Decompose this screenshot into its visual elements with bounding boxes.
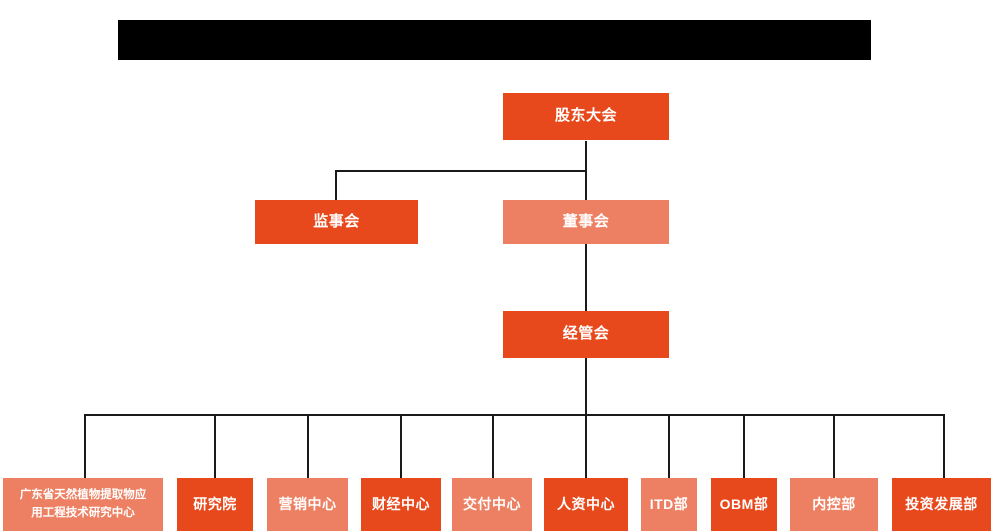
node-board-of-directors[interactable]: 董事会: [503, 200, 669, 244]
connector-drop-dept-2: [214, 414, 216, 478]
connector-level2-bus: [335, 170, 587, 172]
connector-drop-dept-4: [400, 414, 402, 478]
node-management-committee[interactable]: 经管会: [503, 311, 669, 358]
node-dept-research-institute[interactable]: 研究院: [177, 478, 253, 531]
node-dept-investment-development[interactable]: 投资发展部: [892, 478, 991, 531]
node-dept-finance-center[interactable]: 财经中心: [361, 478, 441, 531]
connector-drop-dept-10: [943, 414, 945, 478]
node-dept-obm[interactable]: OBM部: [711, 478, 777, 531]
node-dept-hr-center[interactable]: 人资中心: [544, 478, 628, 531]
node-dept-research-center-line2: 用工程技术研究中心: [31, 506, 135, 519]
connector-management-down: [585, 357, 587, 415]
connector-shareholders-down: [585, 141, 587, 171]
connector-drop-dept-6: [585, 414, 587, 478]
node-shareholders-meeting[interactable]: 股东大会: [503, 93, 669, 140]
connector-drop-dept-3: [307, 414, 309, 478]
connector-down-directors: [585, 170, 587, 201]
connector-down-supervisors: [335, 170, 337, 201]
connector-directors-to-management: [585, 243, 587, 311]
node-dept-internal-control[interactable]: 内控部: [790, 478, 878, 531]
node-board-of-supervisors[interactable]: 监事会: [255, 200, 418, 244]
node-dept-research-center[interactable]: 广东省天然植物提取物应 用工程技术研究中心: [3, 478, 163, 531]
connector-drop-dept-9: [833, 414, 835, 478]
redacted-title-banner: [118, 20, 871, 60]
node-dept-delivery-center[interactable]: 交付中心: [452, 478, 532, 531]
node-dept-research-center-line1: 广东省天然植物提取物应: [19, 489, 147, 502]
connector-departments-bus: [84, 414, 945, 416]
connector-drop-dept-5: [492, 414, 494, 478]
node-dept-marketing-center[interactable]: 营销中心: [267, 478, 348, 531]
connector-drop-dept-8: [743, 414, 745, 478]
connector-drop-dept-1: [84, 414, 86, 478]
connector-drop-dept-7: [668, 414, 670, 478]
node-dept-itd[interactable]: ITD部: [641, 478, 697, 531]
